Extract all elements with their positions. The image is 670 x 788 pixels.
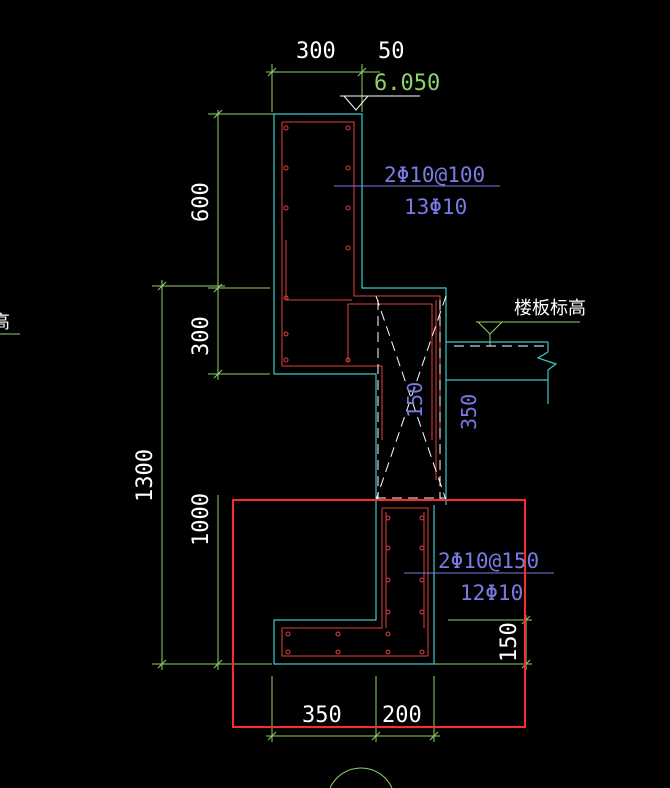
rebar-dots <box>283 125 425 655</box>
dim-left-1000: 1000 <box>189 493 214 546</box>
rebar-lower-stirrup: 2Φ10@150 <box>438 549 539 573</box>
dimension-lines <box>0 64 580 742</box>
dashed-cross-lines <box>375 295 548 501</box>
annotation-leaders <box>334 185 554 574</box>
dim-top-300: 300 <box>296 39 336 64</box>
partial-circle <box>329 767 393 788</box>
dim-left-300: 300 <box>189 316 214 356</box>
label-left-fragment: 高 <box>0 312 10 333</box>
elevation-marker-top <box>340 95 420 111</box>
dim-top-50: 50 <box>378 39 405 64</box>
section-outline <box>273 113 558 665</box>
elevation-top-label: 6.050 <box>374 71 440 96</box>
rebar-upper-stirrup: 2Φ10@100 <box>384 163 485 187</box>
dim-right-150: 150 <box>497 622 522 662</box>
rebar-lines <box>281 121 441 657</box>
dim-bottom-350: 350 <box>302 703 342 728</box>
dim-bottom-200: 200 <box>382 703 422 728</box>
rebar-lower-long: 12Φ10 <box>460 581 523 605</box>
rebar-upper-long: 13Φ10 <box>404 195 467 219</box>
dim-left-600: 600 <box>189 182 214 222</box>
dim-slab-350: 350 <box>457 394 481 430</box>
dim-left-1300: 1300 <box>133 449 158 502</box>
label-slab-elevation: 楼板标高 <box>514 298 586 319</box>
highlight-box[interactable] <box>232 499 526 728</box>
dim-inner-150: 150 <box>403 382 427 418</box>
